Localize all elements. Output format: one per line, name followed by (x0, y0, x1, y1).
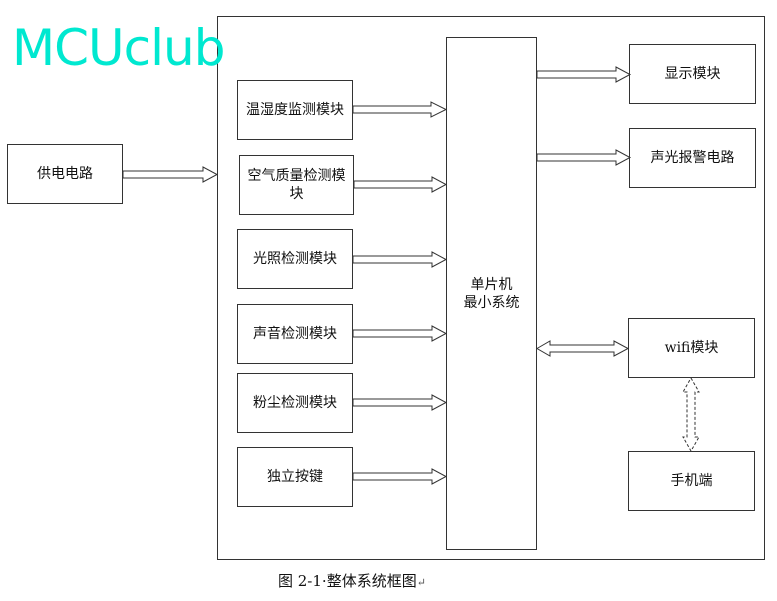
block-dust: 粉尘检测模块 (237, 373, 353, 433)
block-alarm-label: 声光报警电路 (650, 150, 735, 166)
arrow-buttons-to-mcu (352, 468, 448, 485)
block-sound: 声音检测模块 (237, 304, 353, 364)
arrow-mcu-to-display (536, 66, 632, 83)
arrow-power-to-system (122, 166, 219, 183)
block-light: 光照检测模块 (237, 229, 353, 289)
block-power-supply: 供电电路 (7, 144, 123, 204)
block-buttons: 独立按键 (237, 447, 353, 507)
arrow-light-to-mcu (352, 251, 448, 268)
block-light-label: 光照检测模块 (253, 251, 337, 267)
arrow-wifi-phone-bidirectional (682, 376, 700, 453)
paragraph-mark: ↵ (416, 576, 426, 589)
block-display: 显示模块 (629, 44, 756, 104)
block-alarm: 声光报警电路 (629, 128, 756, 188)
block-phone: 手机端 (628, 451, 755, 511)
block-dust-label: 粉尘检测模块 (253, 395, 337, 411)
arrow-mcu-to-alarm (536, 149, 632, 166)
block-wifi-label: wifi模块 (664, 340, 719, 356)
arrow-temp-to-mcu (352, 101, 448, 118)
block-air-quality: 空气质量检测模块 (239, 155, 354, 215)
block-buttons-label: 独立按键 (267, 469, 323, 485)
block-mcu-label-2: 最小系统 (463, 294, 520, 311)
arrow-dust-to-mcu (352, 394, 448, 411)
figure-caption: 图 2-1·整体系统框图↵ (278, 570, 426, 591)
arrow-air-to-mcu (353, 176, 448, 193)
figure-caption-text: 图 2-1·整体系统框图 (278, 572, 417, 590)
watermark-logo: MCUclub (12, 19, 225, 77)
block-power-supply-label: 供电电路 (37, 166, 93, 182)
block-air-quality-label: 空气质量检测模块 (247, 168, 346, 202)
block-mcu-label-1: 单片机 (470, 276, 513, 293)
arrow-mcu-wifi-bidirectional (535, 340, 630, 357)
block-mcu: 单片机 最小系统 (446, 37, 537, 550)
arrow-sound-to-mcu (352, 325, 448, 342)
block-temp-humidity-label: 温湿度监测模块 (246, 102, 344, 118)
block-sound-label: 声音检测模块 (253, 326, 337, 342)
block-wifi: wifi模块 (628, 318, 755, 378)
block-phone-label: 手机端 (670, 473, 713, 489)
block-display-label: 显示模块 (664, 66, 721, 82)
system-boundary (217, 16, 765, 560)
